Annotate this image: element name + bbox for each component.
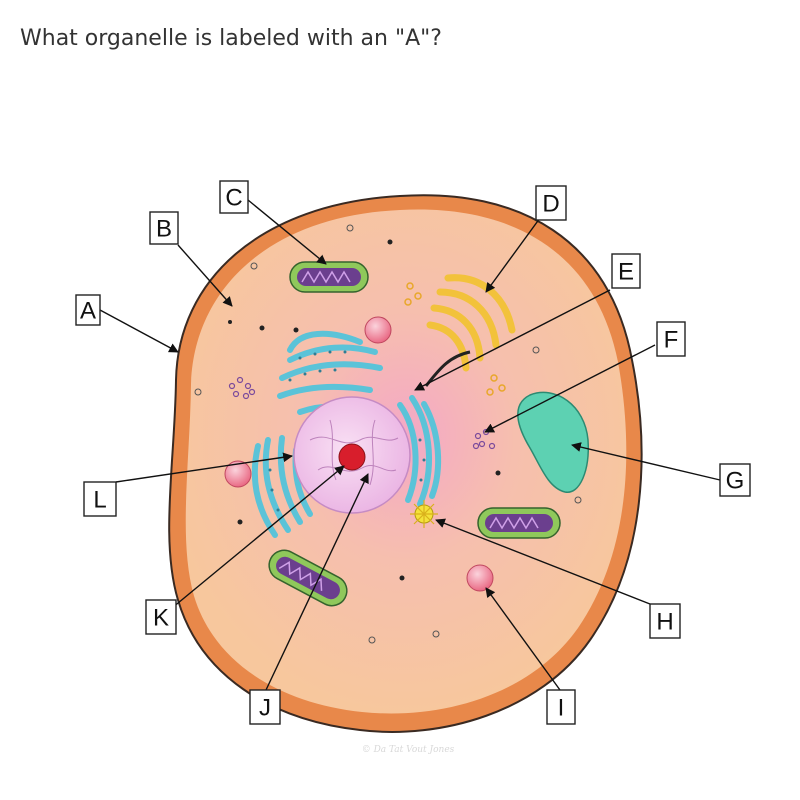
mitochondrion (289, 261, 369, 293)
nucleolus (338, 443, 366, 471)
label-C: C (219, 180, 249, 214)
question-text: What organelle is labeled with an "A"? (20, 26, 442, 51)
label-E: E (611, 253, 641, 289)
vesicle (364, 316, 392, 344)
label-D: D (535, 185, 567, 221)
label-C-text: C (225, 185, 242, 212)
label-A-text: A (80, 298, 96, 325)
label-F: F (656, 321, 686, 357)
ribosomes (228, 239, 501, 581)
mitochondrion (477, 507, 561, 539)
vesicle (224, 460, 252, 488)
label-G: G (719, 463, 751, 497)
label-A: A (75, 294, 101, 326)
leader-lines (99, 199, 721, 691)
label-B-text: B (156, 216, 172, 243)
label-G-text: G (726, 468, 745, 495)
golgi-apparatus (426, 274, 516, 372)
mitochondrion (268, 549, 348, 607)
label-K-text: K (153, 605, 169, 632)
label-L-text: L (93, 487, 106, 514)
image-credit: © Da Tat Vout Jones (362, 745, 455, 755)
label-E-text: E (618, 259, 634, 286)
label-J: J (249, 689, 281, 725)
label-F-text: F (664, 327, 679, 354)
centrosome (410, 500, 438, 528)
vacuole (517, 391, 589, 493)
label-J-text: J (259, 695, 271, 722)
label-L: L (83, 481, 117, 517)
label-H: H (649, 603, 681, 639)
label-B: B (149, 211, 179, 245)
label-H-text: H (656, 609, 673, 636)
label-D-text: D (542, 191, 559, 218)
lysosome (466, 564, 494, 592)
label-I-text: I (558, 695, 565, 722)
label-K: K (145, 599, 177, 635)
label-I: I (546, 689, 576, 725)
